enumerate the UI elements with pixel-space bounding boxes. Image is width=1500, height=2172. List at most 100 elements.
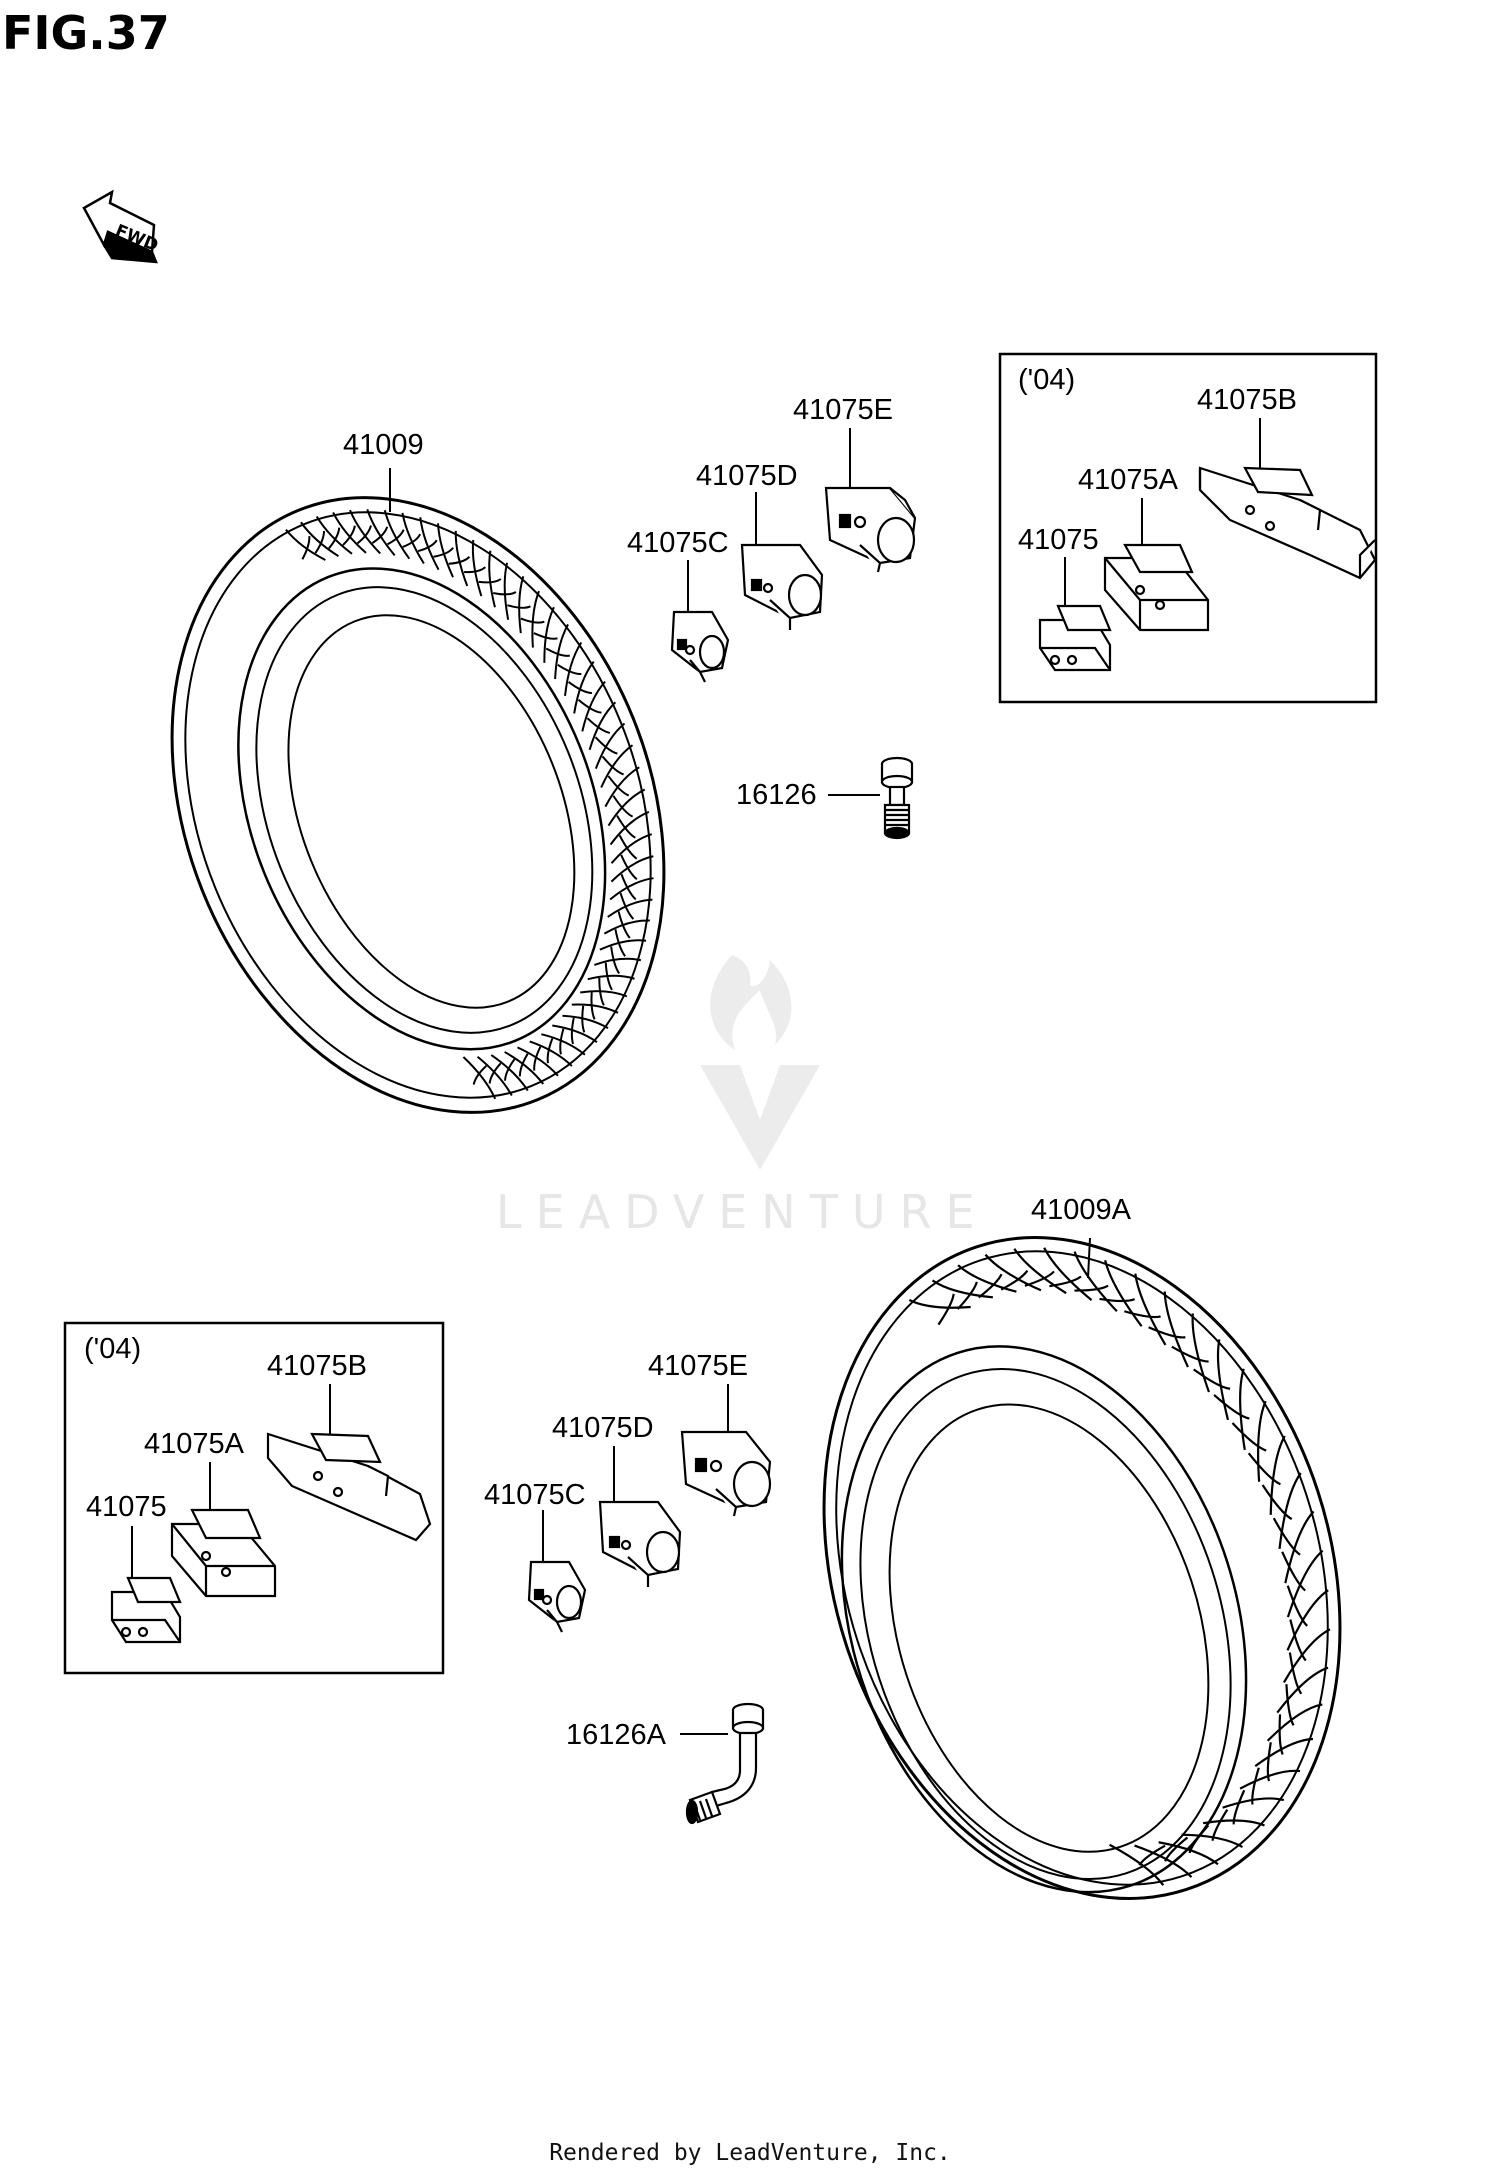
tread-groove (1193, 1368, 1231, 1390)
tread-groove (490, 1054, 529, 1092)
tread-groove (349, 509, 381, 555)
tread-groove (564, 641, 583, 696)
tread-groove (1124, 1310, 1161, 1319)
leader-lines (131, 418, 1261, 1735)
tread-groove (1278, 1714, 1284, 1755)
tread-groove (577, 698, 602, 714)
tread-groove (610, 833, 653, 864)
tread-groove (1282, 1628, 1331, 1683)
tread-groove (590, 992, 596, 1020)
tread-groove (285, 528, 326, 561)
weight-41075c-top (670, 610, 730, 683)
weight-41075a-bottom (170, 1508, 277, 1598)
tread-groove (332, 512, 367, 554)
kit-year-bottom: ('04) (84, 1333, 141, 1365)
tread-groove (614, 929, 626, 957)
tread-groove (937, 1293, 955, 1326)
label-41075-top: 41075 (1018, 524, 1099, 556)
kit-box-top (998, 352, 1378, 704)
weight-41075e-top (824, 486, 917, 573)
valve-16126 (880, 756, 914, 840)
tread-groove (1289, 1619, 1307, 1662)
tread-groove (562, 1014, 609, 1030)
tread-groove (1134, 1844, 1193, 1878)
tread-groove (580, 990, 628, 998)
tread-groove (533, 1046, 542, 1071)
tread-groove (1074, 1284, 1109, 1292)
tread-groove (1276, 1666, 1329, 1714)
tread-groove (1043, 1247, 1093, 1301)
front-tire (170, 496, 666, 1114)
tread-groove (531, 590, 540, 648)
kit-box-bottom (63, 1321, 445, 1675)
tread-groove (599, 939, 647, 951)
tread-groove (1285, 1684, 1295, 1726)
tread-groove (417, 539, 438, 553)
tread-groove (517, 1046, 559, 1077)
tread-groove (1163, 1291, 1189, 1368)
tread-groove (1171, 1345, 1209, 1363)
tread-groove (957, 1264, 1017, 1293)
tread-groove (984, 1253, 1042, 1292)
tread-groove (366, 509, 396, 556)
watermark: LEADVENTURE (496, 955, 975, 1239)
label-41075c-top: 41075C (627, 527, 729, 559)
tread-groove (1000, 1269, 1029, 1291)
tread-groove (604, 962, 613, 991)
weight-41075-bottom (110, 1576, 182, 1644)
tread-groove (342, 525, 356, 546)
tread-groove (1239, 1769, 1301, 1790)
tread-groove (607, 788, 646, 827)
weight-41075c-bottom (527, 1560, 587, 1633)
tread-groove (371, 526, 389, 544)
tread-groove (617, 911, 631, 939)
tread-groove (419, 517, 440, 571)
tread-groove (356, 525, 372, 545)
tread-groove (1251, 1767, 1260, 1805)
label-41075e-bottom: 41075E (648, 1350, 748, 1382)
tread-groove (1266, 1742, 1272, 1782)
tread-groove (1278, 1472, 1302, 1549)
tread-groove (1254, 1737, 1314, 1768)
tread-groove (488, 550, 496, 608)
tread-groove (1232, 1789, 1246, 1825)
tread-groove (533, 632, 558, 640)
tread-groove (1272, 1517, 1301, 1556)
label-41009: 41009 (343, 429, 424, 461)
tread-groove (618, 834, 638, 860)
weight-41075e-bottom (680, 1430, 772, 1517)
tread-groove (610, 946, 621, 975)
tread-groove (554, 623, 569, 680)
tread-groove (529, 1040, 573, 1067)
tread-groove (588, 701, 617, 751)
tread-groove (931, 1279, 993, 1299)
tread-groove (610, 855, 654, 883)
valve-16126a (685, 1702, 765, 1825)
tread-groove (478, 578, 502, 584)
tread-groove (598, 977, 605, 1006)
tread-groove (448, 556, 471, 565)
tread-groove (1211, 1809, 1229, 1841)
tread-groove (493, 591, 517, 596)
tread-groove (1188, 1824, 1210, 1854)
tread-groove (383, 510, 411, 560)
tread-groove (1202, 1819, 1265, 1827)
tread-groove (619, 892, 635, 920)
label-41075a-bottom: 41075A (144, 1428, 245, 1460)
tread-groove (557, 663, 582, 675)
tread-groove (567, 681, 592, 694)
tread-groove (1247, 1452, 1281, 1486)
tread-groove (1073, 1251, 1118, 1313)
tread-groove (433, 547, 454, 558)
tread-groove (607, 775, 630, 797)
weight-41075b-bottom (266, 1432, 432, 1542)
tread-groove (518, 576, 525, 634)
tread-groove (328, 527, 341, 550)
tread-groove (616, 815, 636, 839)
tread-groove (1286, 1589, 1329, 1651)
tread-groove (454, 530, 469, 587)
label-41075b-top: 41075B (1197, 384, 1297, 416)
tread-groove (1239, 1368, 1246, 1451)
tread-groove (612, 795, 634, 818)
tread-groove (463, 566, 486, 574)
